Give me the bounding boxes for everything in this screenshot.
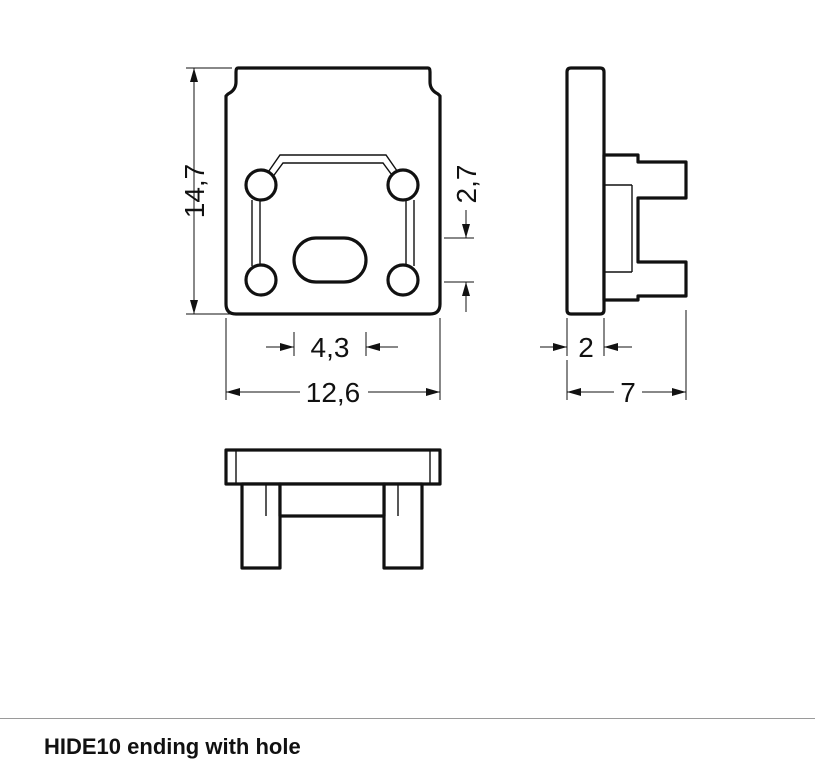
pin-top-left [244,168,278,202]
top-view [224,448,442,570]
footer-divider [0,718,815,719]
dim-height-total: 14,7 [179,67,232,315]
front-view-inner-frame [263,154,403,179]
drawing-caption: HIDE10 ending with hole [44,734,301,759]
dim-hole-offset: 2,7 [444,165,482,312]
dim-hole-offset-label: 2,7 [451,165,482,204]
top-view-bridge [278,482,386,518]
side-view-plate [565,66,606,316]
top-view-plate [224,448,442,486]
front-view-outline [224,66,442,316]
technical-drawing: 14,7 2,7 4,3 12,6 [179,66,688,570]
top-view-leg-left [240,482,282,570]
dim-depth-total-label: 7 [620,377,636,408]
pin-bottom-right [386,263,420,297]
top-view-leg-right [382,482,424,570]
dim-height-total-label: 14,7 [179,164,210,219]
front-view [224,66,442,316]
dim-hole-spacing: 4,3 [266,332,398,363]
pin-bottom-left [244,263,278,297]
dim-width-total: 12,6 [225,318,441,408]
dim-wall-thickness-label: 2 [578,332,594,363]
cable-hole [292,236,368,284]
pin-top-right [386,168,420,202]
side-view-clip [602,153,688,302]
dim-width-total-label: 12,6 [306,377,361,408]
dim-depth-total: 7 [566,310,687,408]
dim-wall-thickness: 2 [540,318,632,363]
side-view [565,66,688,316]
dim-hole-spacing-label: 4,3 [311,332,350,363]
